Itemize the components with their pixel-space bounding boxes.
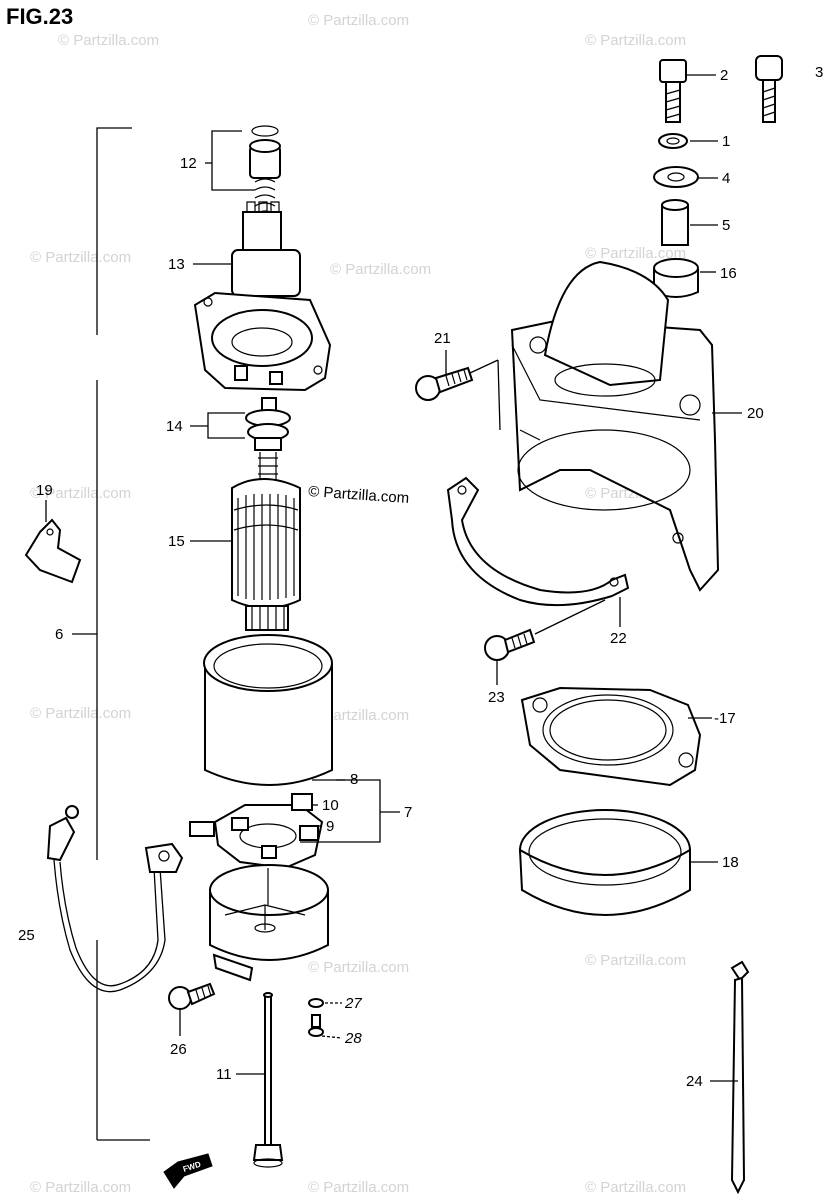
- callout-10: 10: [322, 797, 339, 814]
- part-brush-holder: [189, 793, 324, 870]
- part-bolt-21: [415, 366, 474, 401]
- callout-7: 7: [404, 804, 412, 821]
- callout-15: 15: [168, 533, 185, 550]
- watermark: © Partzilla.com: [30, 485, 131, 502]
- callout-12: 12: [180, 155, 197, 172]
- part-armature: [231, 478, 301, 631]
- watermark: © Partzilla.com: [330, 261, 431, 278]
- watermark: © Partzilla.com: [30, 249, 131, 266]
- callout-26: 26: [170, 1041, 187, 1058]
- callout-24: 24: [686, 1073, 703, 1090]
- callout-11: 11: [216, 1066, 232, 1083]
- leader-lines: [45, 74, 742, 1082]
- callout-16: 16: [720, 265, 737, 282]
- part-starter-bracket: [510, 260, 720, 592]
- part-cable-tie: [730, 960, 750, 1195]
- callout-labels: 2 3 1 4 5 16 12 13 14 15 19 6 21 20 22 2…: [18, 64, 823, 1090]
- callout-8: 8: [350, 771, 358, 788]
- watermark: © Partzilla.com: [30, 705, 131, 722]
- callout-1: 1: [722, 133, 730, 150]
- watermarks: © Partzilla.com © Partzilla.com © Partzi…: [30, 12, 686, 1196]
- part-washer-screw: [308, 998, 324, 1037]
- forward-marker: FWD: [163, 1153, 213, 1189]
- part-bolt-2: [659, 59, 687, 123]
- watermark: © Partzilla.com: [308, 707, 409, 724]
- watermark: © Partzilla.com: [585, 952, 686, 969]
- callout-13: 13: [168, 256, 185, 273]
- part-flat-washer: [653, 166, 699, 188]
- callout-5: 5: [722, 217, 730, 234]
- part-upper-end-frame: [193, 291, 332, 392]
- part-gasket: [520, 686, 702, 787]
- assembly-bracket-6: [72, 127, 150, 1141]
- part-pinion-stop: [249, 125, 281, 215]
- part-bushing: [653, 258, 699, 298]
- callout-19: 19: [36, 482, 53, 499]
- part-band-ring: [518, 809, 691, 916]
- watermark: © Partzilla.com: [585, 1179, 686, 1196]
- callout-18: 18: [722, 854, 739, 871]
- callout-25: 25: [18, 927, 35, 944]
- watermark: © Partzilla.com: [308, 1179, 409, 1196]
- callout-28: 28: [344, 1030, 362, 1047]
- part-lead-wire: [46, 805, 184, 993]
- callout-3: 3: [815, 64, 823, 81]
- watermark: © Partzilla.com: [308, 959, 409, 976]
- part-bolt-23: [484, 628, 536, 661]
- part-lower-end-frame: [209, 864, 329, 982]
- part-sleeve: [661, 199, 689, 246]
- callout-17: -17: [714, 710, 736, 727]
- watermark: © Partzilla.com: [585, 245, 686, 262]
- watermark: © Partzilla.com: [30, 1179, 131, 1196]
- part-thrust-washers: [245, 397, 291, 482]
- part-through-bolt: [252, 992, 284, 1168]
- callout-4: 4: [722, 170, 730, 187]
- part-field-frame: [203, 634, 333, 786]
- watermark-main: © Partzilla.com: [308, 483, 410, 507]
- part-pinion-gear: [231, 201, 301, 297]
- callout-2: 2: [720, 67, 728, 84]
- part-bolt-26: [168, 982, 216, 1010]
- figure-title: FIG.23: [6, 4, 73, 29]
- watermark: © Partzilla.com: [308, 12, 409, 29]
- part-strap-band: [446, 476, 630, 607]
- callout-27: 27: [344, 995, 362, 1012]
- callout-21: 21: [434, 330, 451, 347]
- watermark: © Partzilla.com: [58, 32, 159, 49]
- callout-9: 9: [326, 818, 334, 835]
- part-bolt-3: [755, 55, 783, 123]
- callout-6: 6: [55, 626, 63, 643]
- callout-23: 23: [488, 689, 505, 706]
- part-clip-19: [24, 518, 82, 584]
- callout-20: 20: [747, 405, 764, 422]
- callout-14: 14: [166, 418, 183, 435]
- callout-22: 22: [610, 630, 627, 647]
- part-lock-washer: [658, 133, 688, 149]
- watermark: © Partzilla.com: [585, 32, 686, 49]
